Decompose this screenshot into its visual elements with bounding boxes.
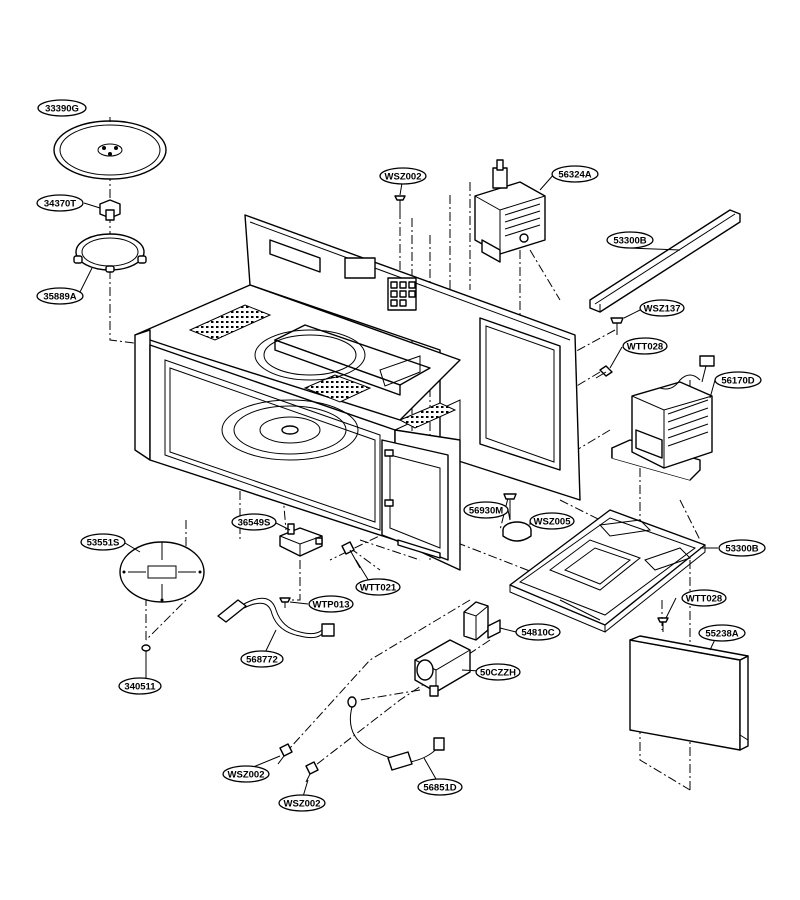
cavity-chassis-part <box>134 214 581 571</box>
coupler-part <box>99 199 121 221</box>
callout-53551S: 53551S <box>80 533 126 551</box>
magnetron-part <box>474 159 546 263</box>
callout-56851D: 56851D <box>417 778 463 796</box>
callout-WSZ002-bottom: WSZ002 <box>278 794 326 812</box>
callout-53300B-bottom: 53300B <box>718 539 766 557</box>
callout-340511: 340511 <box>118 677 162 695</box>
label-WSZ002-left: WSZ002 <box>228 770 265 781</box>
label-56851D: 56851D <box>423 783 456 794</box>
screw-top-part <box>394 195 406 210</box>
callout-35889A: 35889A <box>36 287 84 305</box>
motor-part <box>279 523 323 557</box>
screw-wtt028-top-part <box>595 365 613 379</box>
callout-WTT028-top: WTT028 <box>622 337 668 355</box>
label-WSZ002-top: WSZ002 <box>385 172 422 183</box>
label-WTP013: WTP013 <box>313 600 350 611</box>
label-53551S: 53551S <box>87 538 120 549</box>
callout-34370T: 34370T <box>36 194 84 212</box>
label-WTT028-top: WTT028 <box>627 342 663 353</box>
callout-54810C: 54810C <box>515 623 561 641</box>
screw-bottom-left-part <box>277 743 293 765</box>
callout-WSZ002-left: WSZ002 <box>222 765 270 783</box>
label-50CZZH: 50CZZH <box>480 668 516 679</box>
callout-WTT021: WTT021 <box>355 578 401 596</box>
label-53300B-bottom: 53300B <box>725 544 758 555</box>
wire-harness-part <box>347 696 445 771</box>
label-35889A: 35889A <box>43 292 76 303</box>
label-53300B-top: 53300B <box>613 236 646 247</box>
callout-55238A: 55238A <box>698 624 746 642</box>
glass-tray-part <box>53 120 167 180</box>
callout-36549S: 36549S <box>231 513 277 531</box>
washer-340511-part <box>141 644 151 665</box>
label-WSZ005: WSZ005 <box>534 517 572 528</box>
callout-53300B-top: 53300B <box>606 231 654 249</box>
callout-56930M: 56930M <box>463 501 509 519</box>
transformer-part <box>611 355 715 481</box>
screw-wsz137-part <box>610 317 624 335</box>
screw-bottom-part <box>305 761 319 783</box>
callout-WSZ005: WSZ005 <box>529 512 575 530</box>
label-WSZ137: WSZ137 <box>644 304 681 315</box>
side-panel-part <box>629 635 749 751</box>
label-56930M: 56930M <box>469 506 503 517</box>
screw-wtt028-bottom-part <box>657 617 669 632</box>
bracket-54810c-part <box>463 601 501 641</box>
label-WTT028-bottom: WTT028 <box>686 594 722 605</box>
callout-WSZ137: WSZ137 <box>639 299 685 317</box>
label-34370T: 34370T <box>44 199 76 210</box>
sensor-harness-part <box>217 597 335 639</box>
screw-wtp013-part <box>279 597 291 608</box>
rail-bracket-top-part <box>589 209 741 313</box>
base-plate-part <box>509 509 706 633</box>
label-54810C: 54810C <box>521 628 554 639</box>
stirrer-fan-part <box>119 541 205 603</box>
callout-50CZZH: 50CZZH <box>475 663 521 681</box>
callout-WTP013: WTP013 <box>308 595 354 613</box>
label-340511: 340511 <box>124 682 156 693</box>
callout-56324A: 56324A <box>551 165 599 183</box>
label-36549S: 36549S <box>238 518 271 529</box>
screw-wtt021-part <box>341 541 361 569</box>
label-33390G: 33390G <box>45 104 79 115</box>
callout-WTT028-bottom: WTT028 <box>681 589 727 607</box>
label-56170D: 56170D <box>721 376 754 387</box>
roller-ring-part <box>73 233 147 273</box>
label-WTT021: WTT021 <box>360 583 397 594</box>
label-568772: 568772 <box>246 655 278 666</box>
label-WSZ002-bottom: WSZ002 <box>284 799 321 810</box>
capacitor-part <box>414 639 471 697</box>
label-56324A: 56324A <box>558 170 591 181</box>
thermostat-part <box>502 493 532 542</box>
callout-568772: 568772 <box>240 650 284 668</box>
label-55238A: 55238A <box>705 629 738 640</box>
callout-WSZ002-top: WSZ002 <box>379 167 427 185</box>
callout-56170D: 56170D <box>714 371 762 389</box>
callout-33390G: 33390G <box>37 99 87 117</box>
part-callouts: 33390G 34370T 35889A WSZ002 56324A 53300… <box>36 99 766 812</box>
